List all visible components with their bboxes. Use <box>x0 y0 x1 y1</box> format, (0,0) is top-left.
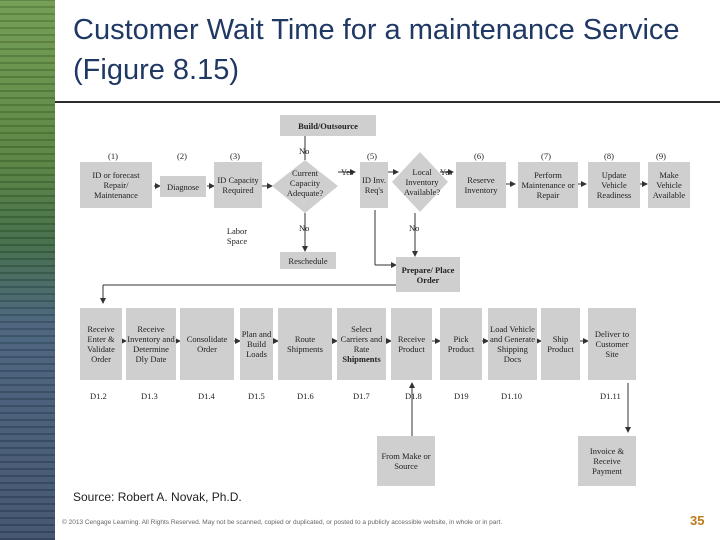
step-number-9: (9) <box>656 151 666 161</box>
labor-space-label: Labor Space <box>226 226 248 246</box>
current-capacity-decision: Current Capacity Adequate? <box>286 168 324 198</box>
route-shipments-box: Route Shipments <box>278 308 332 380</box>
invoice-payment-box: Invoice & Receive Payment <box>578 436 636 486</box>
d-label-1-8: D1.8 <box>405 391 422 401</box>
d-label-1-3: D1.3 <box>141 391 158 401</box>
update-readiness-box: Update Vehicle Readiness <box>588 162 640 208</box>
receive-enter-validate-box: Receive Enter & Validate Order <box>80 308 122 380</box>
pick-product-box: Pick Product <box>440 308 482 380</box>
slide-title: Customer Wait Time for a maintenance Ser… <box>73 14 680 86</box>
d-label-1-4: D1.4 <box>198 391 215 401</box>
receive-product-box: Receive Product <box>391 308 432 380</box>
step-number-5: (5) <box>367 151 377 161</box>
load-vehicle-box: Load Vehicle and Generate Shipping Docs <box>488 308 537 380</box>
prepare-order-box: Prepare/ Place Order <box>396 257 460 292</box>
no-label-capacity-down: No <box>299 223 310 233</box>
build-outsource-box: Build/Outsource <box>280 115 376 136</box>
d-label-1-7: D1.7 <box>353 391 370 401</box>
yes-label-capacity: Yes <box>341 167 354 177</box>
copyright-notice: © 2013 Cengage Learning. All Rights Rese… <box>62 519 503 526</box>
d-label-1-2: D1.2 <box>90 391 107 401</box>
select-carriers-text: Select Carriers and Rate <box>340 324 383 354</box>
id-inventory-box: ID Inv. Req's <box>360 162 388 208</box>
shipments-text: Shipments <box>342 354 381 364</box>
ship-product-box: Ship Product <box>541 308 580 380</box>
perform-maintenance-box: Perform Maintenance or Repair <box>518 162 578 208</box>
no-label-inventory: No <box>409 223 420 233</box>
local-inventory-decision: Local Inventory Available? <box>403 167 441 197</box>
select-carriers-box: Select Carriers and Rate Shipments <box>337 308 386 380</box>
reschedule-box: Reschedule <box>280 252 336 269</box>
step-number-1: (1) <box>108 151 118 161</box>
yes-label-inventory: Yes <box>440 167 453 177</box>
d-label-1-11: D1.11 <box>600 391 621 401</box>
d-label-19: D19 <box>454 391 469 401</box>
id-capacity-box: ID Capacity Required <box>214 162 262 208</box>
deliver-box: Deliver to Customer Site <box>588 308 636 380</box>
step-number-6: (6) <box>474 151 484 161</box>
step-number-3: (3) <box>230 151 240 161</box>
receive-inventory-box: Receive Inventory and Determine Dly Date <box>126 308 176 380</box>
no-label-capacity-up: No <box>299 146 310 156</box>
page-number: 35 <box>690 513 705 528</box>
background-photo-strip <box>0 0 55 540</box>
step-number-8: (8) <box>604 151 614 161</box>
consolidate-order-box: Consolidate Order <box>180 308 234 380</box>
from-make-source-box: From Make or Source <box>377 436 435 486</box>
source-credit: Source: Robert A. Novak, Ph.D. <box>73 490 242 504</box>
d-label-1-10: D1.10 <box>501 391 523 401</box>
title-divider <box>55 101 720 103</box>
make-available-box: Make Vehicle Available <box>648 162 690 208</box>
d-label-1-5: D1.5 <box>248 391 265 401</box>
plan-build-loads-box: Plan and Build Loads <box>240 308 273 380</box>
d-label-1-6: D1.6 <box>297 391 314 401</box>
id-forecast-box: ID or forecast Repair/ Maintenance <box>80 162 152 208</box>
step-number-2: (2) <box>177 151 187 161</box>
reserve-inventory-box: Reserve Inventory <box>456 162 506 208</box>
diagnose-box: Diagnose <box>160 176 206 197</box>
step-number-7: (7) <box>541 151 551 161</box>
